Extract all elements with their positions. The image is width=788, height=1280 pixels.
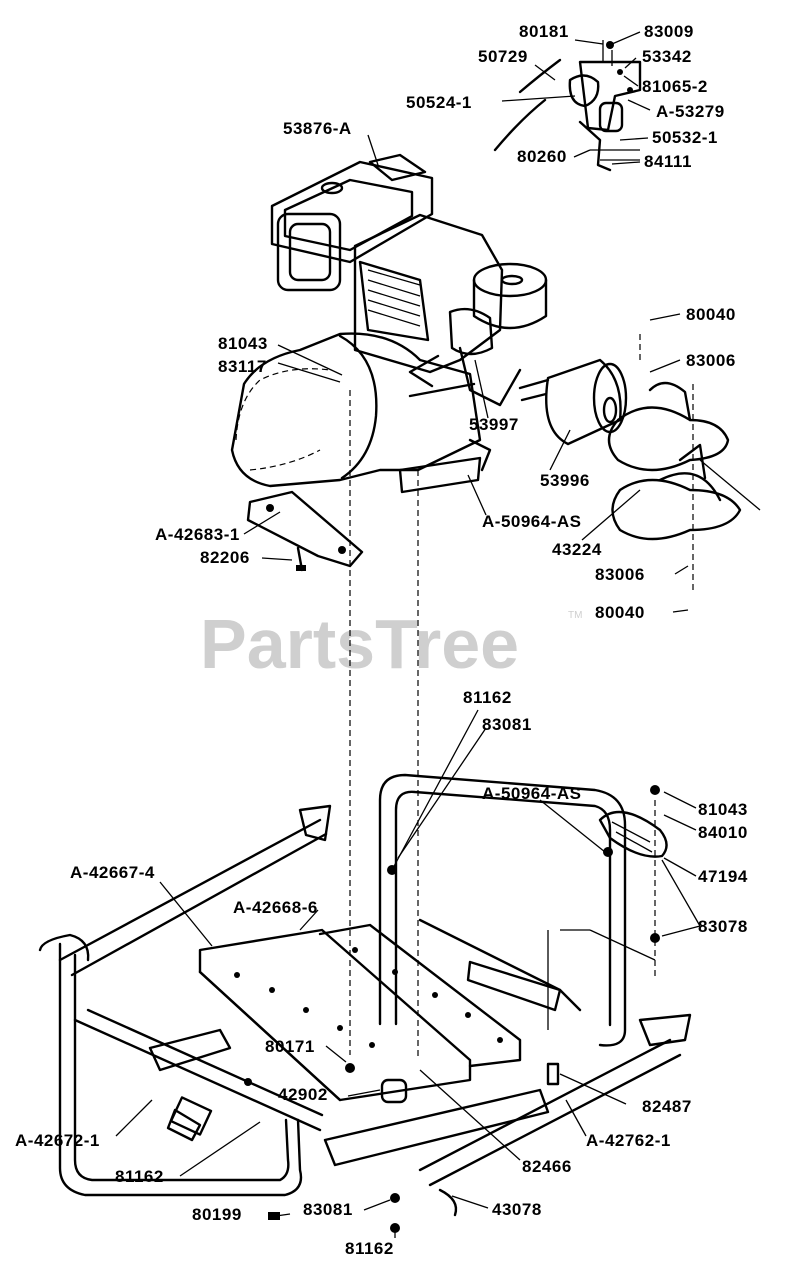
label-82487: 82487 xyxy=(642,1097,692,1116)
label-83009: 83009 xyxy=(644,22,694,41)
lifting-handle-43224 xyxy=(607,381,761,541)
label-42902: 42902 xyxy=(278,1085,328,1104)
label-53876-a: 53876-A xyxy=(283,119,352,138)
label-a-50964-as-bottom: A-50964-AS xyxy=(482,784,582,803)
label-a-42667-4: A-42667-4 xyxy=(70,863,155,882)
label-50729: 50729 xyxy=(478,47,528,66)
engine-53876-a xyxy=(270,153,548,407)
label-53342: 53342 xyxy=(642,47,692,66)
label-81065-2: 81065-2 xyxy=(642,77,708,96)
part-labels: 80181 83009 50729 53342 81065-2 50524-1 … xyxy=(15,22,748,1258)
label-81043-top: 81043 xyxy=(218,334,268,353)
label-84111: 84111 xyxy=(644,152,692,171)
label-a-50964-as-top: A-50964-AS xyxy=(482,512,582,531)
leader-lines xyxy=(115,31,701,1238)
label-a-42683-1: A-42683-1 xyxy=(155,525,240,544)
label-80260: 80260 xyxy=(517,147,567,166)
label-81162-left: 81162 xyxy=(115,1167,164,1186)
label-81043-bottom: 81043 xyxy=(698,800,748,819)
label-a-53279: A-53279 xyxy=(656,102,725,121)
label-80040-top: 80040 xyxy=(686,305,736,324)
label-53996: 53996 xyxy=(540,471,590,490)
label-82206: 82206 xyxy=(200,548,250,567)
label-83006-bottom: 83006 xyxy=(595,565,645,584)
label-50532-1: 50532-1 xyxy=(652,128,718,147)
label-81162-bottom: 81162 xyxy=(345,1239,394,1258)
label-81162-mid: 81162 xyxy=(463,688,512,707)
label-80181: 80181 xyxy=(519,22,569,41)
label-83078: 83078 xyxy=(698,917,748,936)
label-80040-bottom: 80040 xyxy=(595,603,645,622)
label-80199: 80199 xyxy=(192,1205,242,1224)
label-83081-bottom: 83081 xyxy=(303,1200,353,1219)
label-a-42762-1: A-42762-1 xyxy=(586,1131,671,1150)
label-43078: 43078 xyxy=(492,1200,542,1219)
label-83081-mid: 83081 xyxy=(482,715,532,734)
mount-plate-a-42683-1 xyxy=(246,490,364,572)
label-53997: 53997 xyxy=(469,415,519,434)
control-bracket-assembly xyxy=(493,40,642,172)
label-83117: 83117 xyxy=(218,357,267,376)
label-84010: 84010 xyxy=(698,823,748,842)
label-82466: 82466 xyxy=(522,1157,572,1176)
label-a-42672-1: A-42672-1 xyxy=(15,1131,100,1150)
watermark: PartsTree xyxy=(200,605,519,683)
label-a-42668-6: A-42668-6 xyxy=(233,898,318,917)
label-83006-top: 83006 xyxy=(686,351,736,370)
label-47194: 47194 xyxy=(698,867,748,886)
label-80171: 80171 xyxy=(265,1037,315,1056)
trademark-mark: TM xyxy=(568,610,582,621)
label-43224: 43224 xyxy=(552,540,602,559)
generator-housing xyxy=(230,332,492,494)
label-50524-1: 50524-1 xyxy=(406,93,472,112)
frame-assembly xyxy=(38,773,692,1233)
